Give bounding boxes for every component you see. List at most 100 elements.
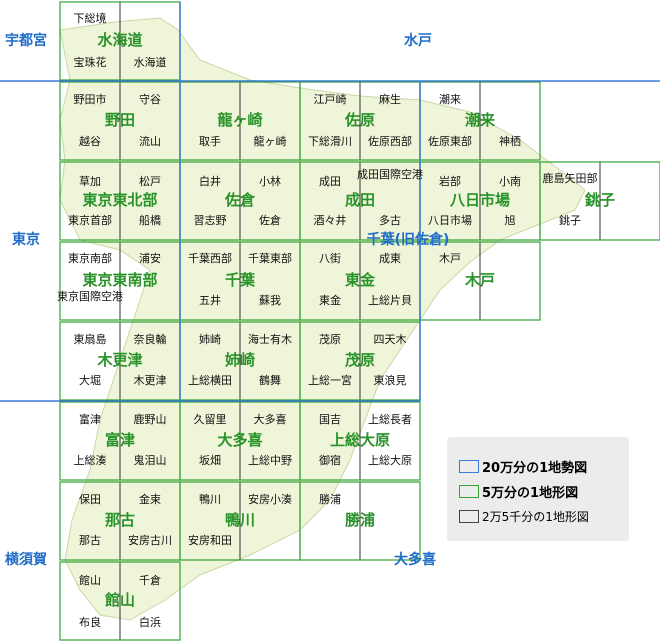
sheet-labels: 宇都宮水戸東京横須賀大多喜千葉(旧佐倉)水海道野田龍ヶ崎佐原潮来東京東北部佐倉成… xyxy=(5,11,615,629)
label-200k: 大多喜 xyxy=(394,551,436,568)
label-50k: 上総大原 xyxy=(330,431,390,449)
label-25k: 茂原 xyxy=(319,332,341,346)
label-25k: 鶴舞 xyxy=(259,373,281,387)
label-25k: 上総中野 xyxy=(248,453,292,467)
label-25k: 安房和田 xyxy=(188,533,232,547)
label-25k: 多古 xyxy=(379,213,401,227)
label-25k: 潮来 xyxy=(439,92,461,106)
label-25k: 船橋 xyxy=(139,213,161,227)
label-25k: 松戸 xyxy=(139,174,161,188)
label-50k: 成田 xyxy=(345,191,375,209)
label-25k: 成田国際空港 xyxy=(357,167,423,181)
label-25k: 鬼泪山 xyxy=(134,453,167,467)
label-25k: 旭 xyxy=(505,213,516,227)
label-25k: 守谷 xyxy=(139,92,161,106)
label-25k: 国吉 xyxy=(319,413,341,426)
legend-swatch-200k xyxy=(459,460,479,473)
label-25k: 上総横田 xyxy=(188,373,232,387)
label-25k: 江戸崎 xyxy=(314,92,347,106)
label-25k: 館山 xyxy=(79,573,101,587)
label-25k: 習志野 xyxy=(194,214,227,227)
label-50k: 大多喜 xyxy=(217,431,262,449)
label-25k: 龍ヶ崎 xyxy=(254,134,287,148)
label-25k: 布良 xyxy=(79,615,101,629)
label-25k: 東京首部 xyxy=(68,213,112,227)
sheet-50k-frame xyxy=(59,561,181,641)
label-50k: 潮来 xyxy=(465,111,496,129)
label-25k: 坂畑 xyxy=(199,454,221,467)
sheet-50k-frame xyxy=(539,161,660,241)
label-50k: 水海道 xyxy=(97,31,142,49)
label-25k: 鴨川 xyxy=(199,492,221,506)
label-50k: 館山 xyxy=(104,591,135,609)
label-25k: 小南 xyxy=(499,175,521,188)
label-50k: 八日市場 xyxy=(449,191,510,209)
label-25k: 八街 xyxy=(319,251,341,265)
label-200k: 千葉(旧佐倉) xyxy=(367,231,450,248)
label-50k: 銚子 xyxy=(585,191,615,209)
label-50k: 千葉 xyxy=(225,271,256,289)
label-200k: 宇都宮 xyxy=(5,32,47,49)
label-25k: 蘇我 xyxy=(259,294,281,307)
label-25k: 上総大原 xyxy=(368,453,412,467)
label-25k: 野田市 xyxy=(74,92,107,106)
label-25k: 流山 xyxy=(139,134,161,148)
label-25k: 四天木 xyxy=(374,333,407,346)
label-25k: 上総一宮 xyxy=(308,373,352,387)
label-25k: 千葉西部 xyxy=(188,251,232,265)
label-25k: 麻生 xyxy=(379,92,401,106)
label-25k: 取手 xyxy=(199,134,221,148)
legend-item-50k: 5万分の1地形図 xyxy=(459,482,578,501)
label-50k: 鴨川 xyxy=(225,511,255,529)
label-50k: 龍ヶ崎 xyxy=(217,111,262,129)
legend-label-25k: 2万5千分の1地形図 xyxy=(482,510,589,524)
label-25k: 東京南部 xyxy=(68,251,112,265)
sheet-50k-frame xyxy=(299,401,421,481)
legend-label-50k: 5万分の1地形図 xyxy=(482,486,579,501)
label-25k: 下総滑川 xyxy=(308,134,352,148)
label-25k: 海士有木 xyxy=(248,332,292,346)
label-25k: 上総長者 xyxy=(368,412,412,426)
label-25k: 東扇島 xyxy=(74,332,107,346)
legend-item-25k: 2万5千分の1地形図 xyxy=(459,508,589,525)
label-25k: 東浪見 xyxy=(374,373,407,387)
label-50k: 那古 xyxy=(105,511,135,529)
label-50k: 茂原 xyxy=(345,351,375,369)
label-50k: 野田 xyxy=(105,111,135,129)
label-50k: 東金 xyxy=(345,271,376,289)
label-25k: 白井 xyxy=(199,174,221,188)
label-50k: 木更津 xyxy=(96,351,142,369)
label-25k: 鹿野山 xyxy=(134,412,167,426)
label-25k: 安房小湊 xyxy=(248,492,292,506)
label-25k: 千倉 xyxy=(139,573,161,587)
label-25k: 久留里 xyxy=(194,413,227,426)
label-200k: 東京 xyxy=(12,231,40,248)
legend-swatch-50k xyxy=(459,485,479,498)
label-50k: 勝浦 xyxy=(345,511,375,529)
label-50k: 富津 xyxy=(105,431,135,449)
label-25k: 五井 xyxy=(199,293,221,307)
label-50k: 姉崎 xyxy=(225,351,255,369)
label-25k: 木更津 xyxy=(134,374,167,387)
label-25k: 安房古川 xyxy=(128,533,172,547)
label-25k: 上総片貝 xyxy=(368,293,412,307)
label-25k: 奈良輪 xyxy=(134,332,167,346)
label-25k: 酒々井 xyxy=(314,213,347,227)
label-25k: 下総境 xyxy=(74,11,107,25)
sheet-50k-frame xyxy=(299,481,421,561)
label-25k: 白浜 xyxy=(139,615,161,629)
label-25k: 成東 xyxy=(379,252,401,265)
label-25k: 宝珠花 xyxy=(74,55,107,69)
label-25k: 勝浦 xyxy=(319,492,341,506)
label-25k: 銚子 xyxy=(559,213,581,227)
label-25k: 姉崎 xyxy=(199,332,221,346)
label-25k: 木戸 xyxy=(439,252,461,265)
label-50k: 東京東北部 xyxy=(82,191,157,209)
legend-item-200k: 20万分の1地勢図 xyxy=(459,457,587,476)
label-25k: 岩部 xyxy=(439,174,461,188)
label-50k: 木戸 xyxy=(464,271,495,289)
label-25k: 佐原西部 xyxy=(368,134,412,148)
label-200k: 水戸 xyxy=(404,32,432,49)
label-25k: 八日市場 xyxy=(428,213,472,227)
label-25k: 越谷 xyxy=(79,134,101,148)
